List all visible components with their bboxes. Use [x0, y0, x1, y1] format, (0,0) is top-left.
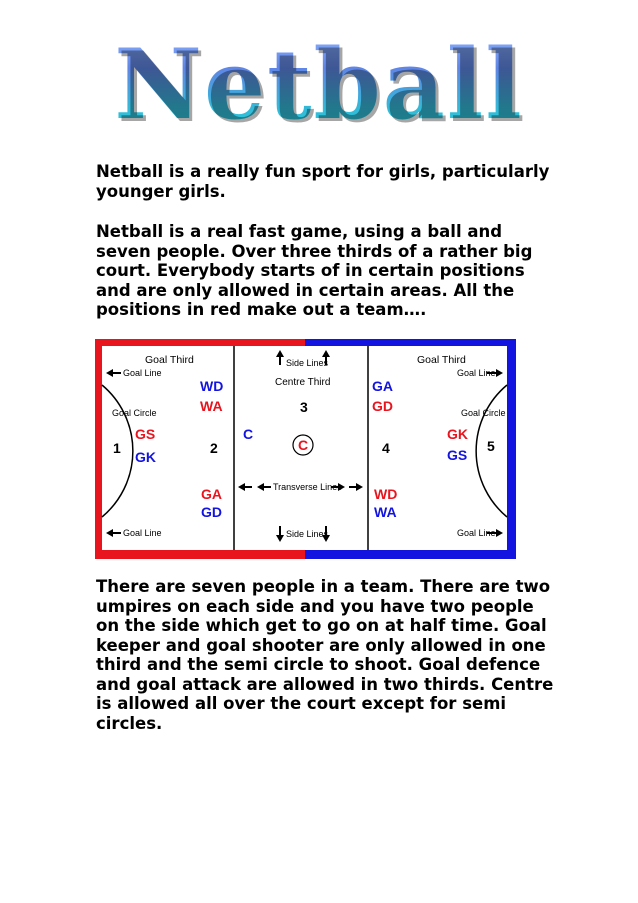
- court-diagram: Goal Third Goal Third Centre Third Side …: [95, 339, 516, 559]
- arrow-right-icon: [496, 369, 503, 377]
- side-lines-top-label: Side Lines: [286, 358, 329, 368]
- goal-circle-left: [101, 384, 134, 518]
- position-gk-right: GK: [447, 426, 468, 442]
- position-gk-left: GK: [135, 449, 156, 465]
- goal-line-tl-label: Goal Line: [123, 368, 162, 378]
- position-wa-left: WA: [200, 398, 223, 414]
- position-wd-left: WD: [200, 378, 223, 394]
- position-ga-left: GA: [201, 486, 222, 502]
- arrow-right-icon: [496, 529, 503, 537]
- goal-circle-right: [475, 384, 508, 518]
- arrow-down-icon: [322, 535, 330, 542]
- position-gd-left: GD: [201, 504, 222, 520]
- position-gs: GS: [135, 426, 155, 442]
- arrow-left-icon: [106, 529, 113, 537]
- arrow-right-icon: [338, 483, 345, 491]
- arrow-up-icon: [322, 350, 330, 357]
- centre-third-label: Centre Third: [275, 377, 330, 388]
- rules-paragraph: There are seven people in a team. There …: [96, 577, 554, 733]
- game-paragraph: Netball is a real fast game, using a bal…: [96, 222, 533, 319]
- transverse-lines-label: Transverse Lines: [273, 482, 342, 492]
- goal-line-br-label: Goal Line: [457, 528, 496, 538]
- position-c-left: C: [243, 426, 253, 442]
- court-svg: Goal Third Goal Third Centre Third Side …: [95, 339, 516, 559]
- intro-paragraph: Netball is a really fun sport for girls,…: [96, 162, 550, 201]
- position-wa-right: WA: [374, 504, 397, 520]
- goal-line-bl-label: Goal Line: [123, 528, 162, 538]
- position-ga-right: GA: [372, 378, 393, 394]
- arrow-right-icon: [356, 483, 363, 491]
- goal-third-left-label: Goal Third: [145, 354, 194, 366]
- arrow-down-icon: [276, 535, 284, 542]
- goal-circle-right-label: Goal Circle: [461, 408, 506, 418]
- zone-4: 4: [382, 440, 390, 456]
- court-surface: [102, 346, 507, 550]
- arrow-left-icon: [106, 369, 113, 377]
- zone-1: 1: [113, 440, 121, 456]
- zone-2: 2: [210, 440, 218, 456]
- zone-5: 5: [487, 438, 495, 454]
- arrow-left-icon: [238, 483, 245, 491]
- arrow-left-icon: [257, 483, 264, 491]
- page-title: Netball: [0, 30, 638, 140]
- position-gd-right: GD: [372, 398, 393, 414]
- side-lines-bottom-label: Side Lines: [286, 529, 329, 539]
- position-c-centre: C: [298, 437, 308, 453]
- goal-third-right-label: Goal Third: [417, 354, 466, 366]
- zone-3: 3: [300, 399, 308, 415]
- position-wd-right: WD: [374, 486, 397, 502]
- arrow-icons: [106, 350, 503, 542]
- arrow-up-icon: [276, 350, 284, 357]
- centre-circle: [292, 434, 314, 456]
- position-gs-right: GS: [447, 447, 467, 463]
- goal-circle-left-label: Goal Circle: [112, 408, 157, 418]
- goal-line-tr-label: Goal Line: [457, 368, 496, 378]
